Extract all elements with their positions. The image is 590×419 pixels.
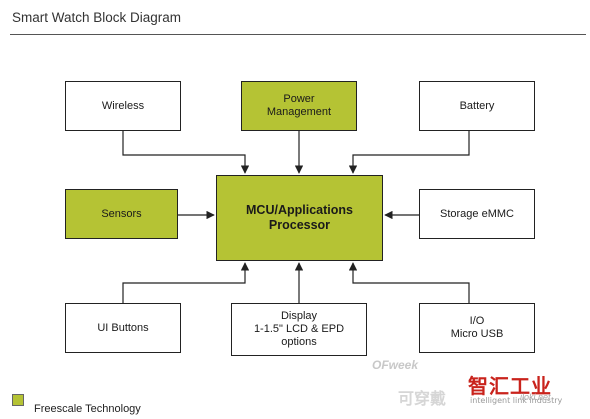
block-io-micro-usb: I/O Micro USB <box>419 303 535 353</box>
block-display: Display 1-1.5" LCD & EPD options <box>231 303 367 356</box>
legend-swatch <box>12 394 24 406</box>
block-ui-buttons: UI Buttons <box>65 303 181 353</box>
arrow-ui-to-mcu <box>122 262 250 303</box>
watermark-site-cn: 可穿戴 <box>398 389 447 408</box>
arrow-wireless-to-mcu <box>122 131 250 174</box>
block-sensors: Sensors <box>65 189 178 239</box>
title-divider <box>10 34 586 35</box>
block-storage-emmc: Storage eMMC <box>419 189 535 239</box>
block-power-management: Power Management <box>241 81 357 131</box>
legend-label: Freescale Technology <box>34 403 141 415</box>
arrow-battery-to-mcu <box>348 131 470 174</box>
watermark-site-b: iloki.net <box>520 392 551 402</box>
block-wireless: Wireless <box>65 81 181 131</box>
page-title: Smart Watch Block Diagram <box>12 10 182 25</box>
block-mcu-processor: MCU/Applications Processor <box>216 175 383 261</box>
block-battery: Battery <box>419 81 535 131</box>
watermark-brand: 智汇工业 <box>468 374 552 398</box>
watermark-site-a: OFweek <box>372 358 419 372</box>
watermark-tagline: intelligent link industry <box>470 396 563 405</box>
arrow-io-to-mcu <box>348 262 470 303</box>
